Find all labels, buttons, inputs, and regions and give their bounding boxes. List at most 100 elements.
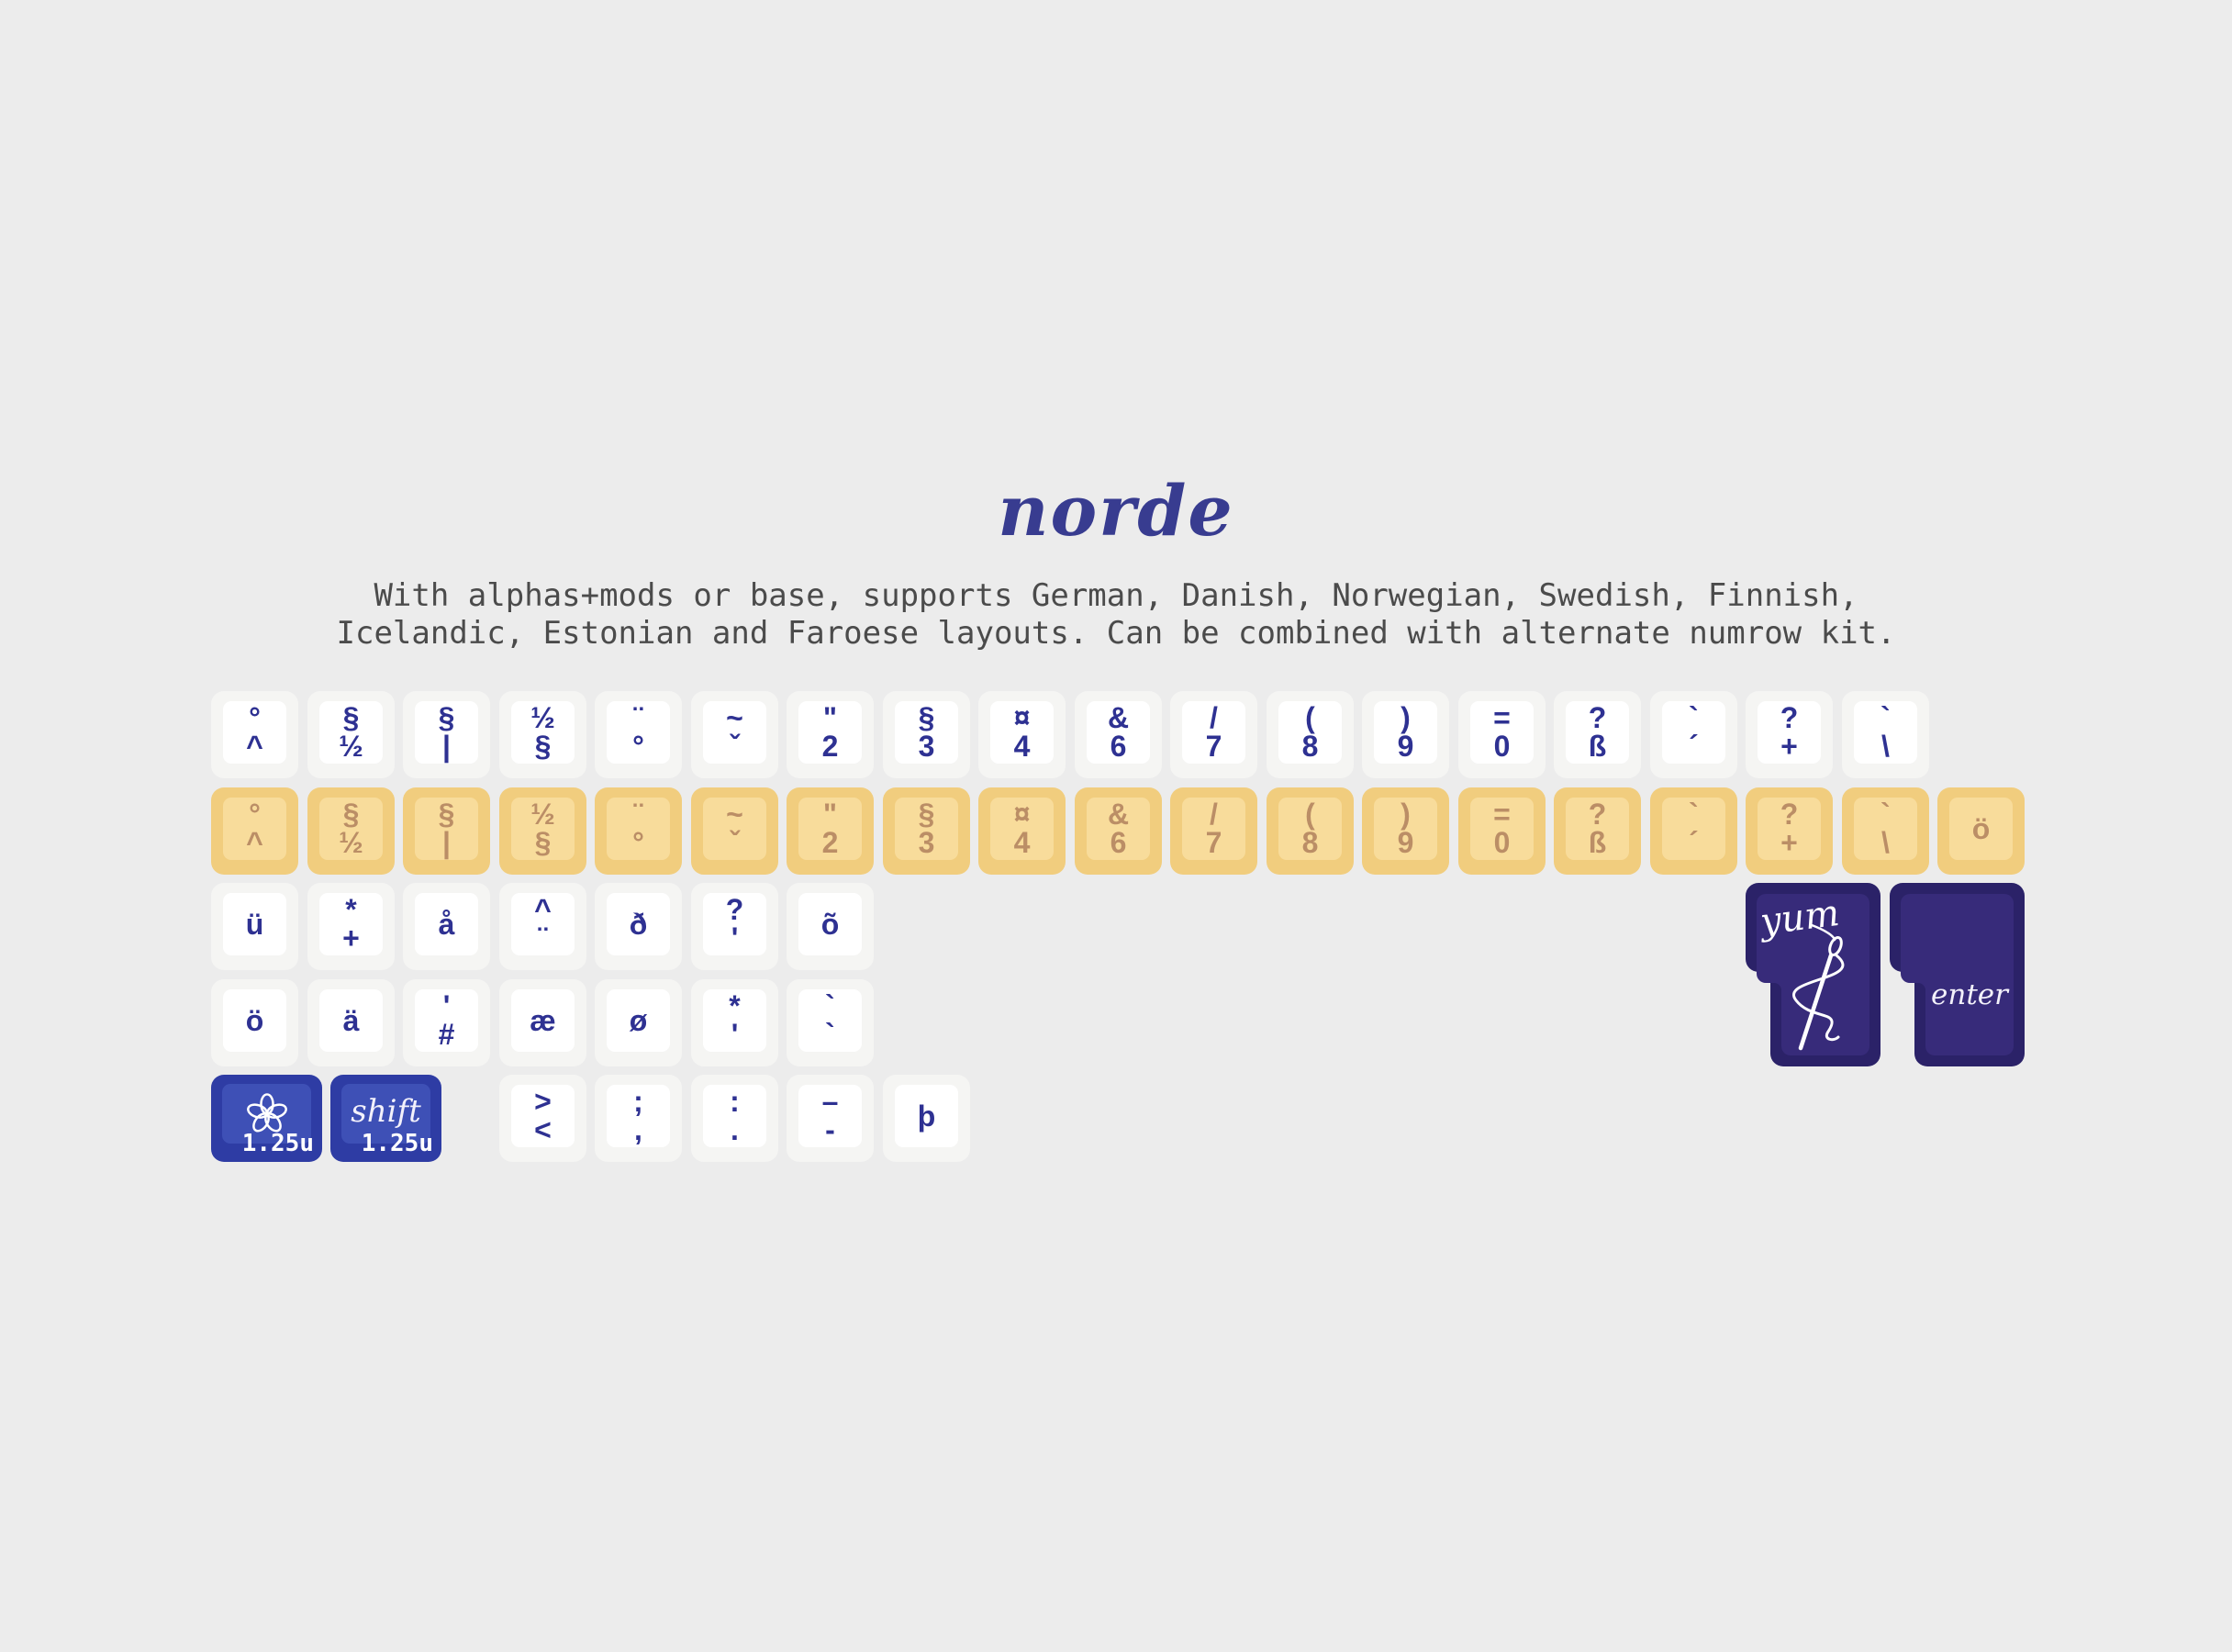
keycap-face: (8: [1278, 701, 1342, 764]
keycap-face: ~ˇ: [703, 798, 766, 860]
keycap-legend: ¨: [538, 921, 548, 954]
keycap-legend: ü: [245, 907, 264, 941]
keycap-face: &6: [1087, 701, 1150, 764]
keycap: /7: [1170, 787, 1257, 875]
keycap-enter: enter: [1890, 883, 2025, 1066]
iso-enter-shape: [1746, 883, 1880, 1066]
keycap: `´: [1650, 691, 1737, 778]
keycap-legend: ;: [633, 1085, 643, 1118]
keycap-legend: ): [1401, 701, 1411, 734]
keycap: "2: [787, 691, 874, 778]
keycap-legend: §: [342, 701, 360, 734]
keycap-legend: °: [249, 701, 261, 734]
keycap-legend: ": [822, 701, 838, 734]
keycap: "2: [787, 787, 874, 875]
keycap: §|: [403, 691, 490, 778]
keycap-legend: ß: [1588, 730, 1607, 763]
keycap-face: ?+: [1758, 798, 1821, 860]
keycap-legend: *: [345, 893, 357, 926]
keycap-legend: 3: [918, 730, 935, 763]
keycap: (8: [1267, 787, 1354, 875]
keycap-legend: ˇ: [730, 730, 740, 763]
keycap-legend: þ: [917, 1099, 936, 1133]
keycap-face: `\: [1854, 798, 1917, 860]
keycap-face: ö: [1949, 798, 2013, 860]
keycap: °^: [211, 787, 298, 875]
keycap-legend: `: [825, 989, 835, 1022]
keycap-legend: –: [821, 1085, 839, 1118]
keycap: ^¨: [499, 883, 586, 970]
keycap-legend: §: [534, 826, 552, 859]
keycap-legend: 2: [821, 730, 839, 763]
keycap-face: *+: [319, 893, 383, 955]
keycap-legend: ø: [629, 1003, 648, 1037]
size-label: 1.25u: [241, 1130, 314, 1157]
keycap-legend: +: [1780, 826, 1798, 859]
keycap: ¤4: [978, 787, 1066, 875]
keycap-legend: (: [1305, 798, 1315, 831]
keycap-face: þ: [895, 1085, 958, 1147]
keycap: ½§: [499, 787, 586, 875]
keycap-legend: 3: [918, 826, 935, 859]
keycap-face: /7: [1182, 701, 1245, 764]
keycap-legend: =: [1493, 701, 1511, 734]
keycap-legend: 8: [1301, 826, 1319, 859]
keycap-legend: ^: [534, 893, 552, 926]
keycap-legend: æ: [530, 1003, 556, 1037]
keycap-legend: ?: [1780, 701, 1799, 734]
keycap-legend: 9: [1397, 826, 1414, 859]
keycap: þ: [883, 1075, 970, 1162]
flower-icon: [246, 1092, 287, 1133]
keycap-legend: 4: [1013, 730, 1031, 763]
keycap-legend: ö: [245, 1003, 264, 1037]
keycap: §3: [883, 787, 970, 875]
keycap-face: –-: [798, 1085, 862, 1147]
keycap: §|: [403, 787, 490, 875]
keycap: ø: [595, 979, 682, 1066]
keycap-legend: §: [438, 798, 455, 831]
keycap-flower-modifier: 1.25u: [211, 1075, 322, 1162]
keycap: ä: [307, 979, 395, 1066]
keycap-legend: -: [825, 1113, 835, 1146]
keycap-shift: shift 1.25u: [330, 1075, 441, 1162]
keycap: °^: [211, 691, 298, 778]
keycap-legend: =: [1493, 798, 1511, 831]
page-title: norde: [998, 470, 1234, 552]
keycap-face: )9: [1374, 798, 1437, 860]
keycap-legend: ": [822, 798, 838, 831]
keycap-face: '#: [415, 989, 478, 1052]
keycap-face: ½§: [511, 798, 575, 860]
keycap-legend: #: [438, 1018, 455, 1051]
iso-enter-shape: [1890, 883, 2025, 1066]
keycap-legend: 9: [1397, 730, 1414, 763]
keycap: /7: [1170, 691, 1257, 778]
keycap-face: "2: [798, 798, 862, 860]
keycap-face: [222, 1084, 311, 1144]
keycap-face: ~ˇ: [703, 701, 766, 764]
keycap-face: °^: [223, 798, 286, 860]
keycap-legend: ): [1401, 798, 1411, 831]
keycap-legend: >: [534, 1085, 552, 1118]
keycap-legend: 4: [1013, 826, 1031, 859]
keycap-face: &6: [1087, 798, 1150, 860]
keycap-legend: <: [534, 1113, 552, 1146]
keycap: ~ˇ: [691, 691, 778, 778]
keycap-legend: 8: [1301, 730, 1319, 763]
keycap-face: §|: [415, 701, 478, 764]
needle-thread-icon: [1792, 923, 1845, 1051]
keycap: &6: [1075, 691, 1162, 778]
keycap-legend: 2: [821, 826, 839, 859]
keycap-face: §|: [415, 798, 478, 860]
keycap-face: `\: [1854, 701, 1917, 764]
keycap-face: å: [415, 893, 478, 955]
keycap: ð: [595, 883, 682, 970]
keycap-legend: ': [731, 921, 739, 954]
keycap-legend: /: [1210, 701, 1218, 734]
keycap-legend: §: [534, 730, 552, 763]
keycap-legend: /: [1210, 798, 1218, 831]
keycap: ?+: [1746, 691, 1833, 778]
keycap-legend: ?: [1780, 798, 1799, 831]
keycap-face: :.: [703, 1085, 766, 1147]
keycap-face: ^¨: [511, 893, 575, 955]
